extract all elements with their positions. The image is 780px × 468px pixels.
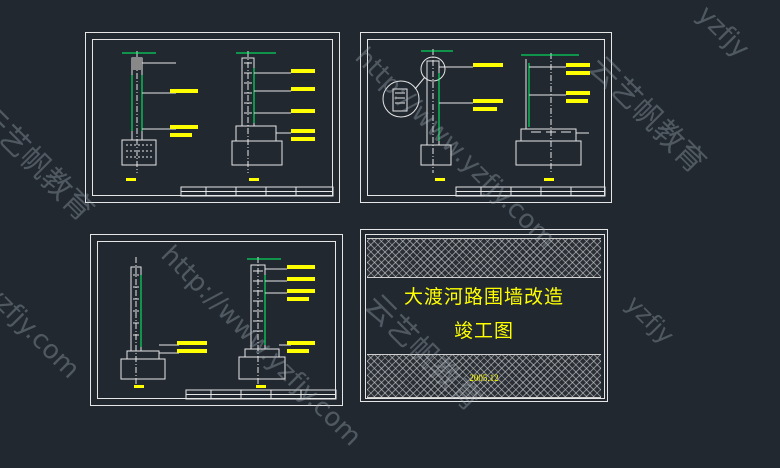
watermark-domain-fragment-2: yzfjy: [620, 290, 680, 350]
wall-section-drawing: [382, 49, 606, 197]
wall-section-drawing: [121, 51, 334, 197]
wall-section-drawing: [120, 257, 337, 400]
hatch-band-top: [367, 238, 601, 278]
drawing-sheet-1[interactable]: [85, 32, 340, 203]
watermark-domain-fragment: yzfjy: [690, 0, 756, 65]
drawing-sheet-3[interactable]: [90, 234, 343, 406]
cover-sheet[interactable]: 大渡河路围墙改造 竣工图 2005.12: [360, 229, 608, 402]
drawing-sheet-2[interactable]: [360, 32, 612, 203]
cover-subtitle: 竣工图: [453, 320, 514, 342]
watermark-url-short: yzfjy.com: [0, 278, 86, 385]
sheet-inner-frame: [365, 234, 605, 399]
cover-title: 大渡河路围墙改造: [403, 286, 564, 308]
hatch-band-bottom: [367, 354, 601, 398]
cover-date: 2005.12: [469, 373, 499, 383]
